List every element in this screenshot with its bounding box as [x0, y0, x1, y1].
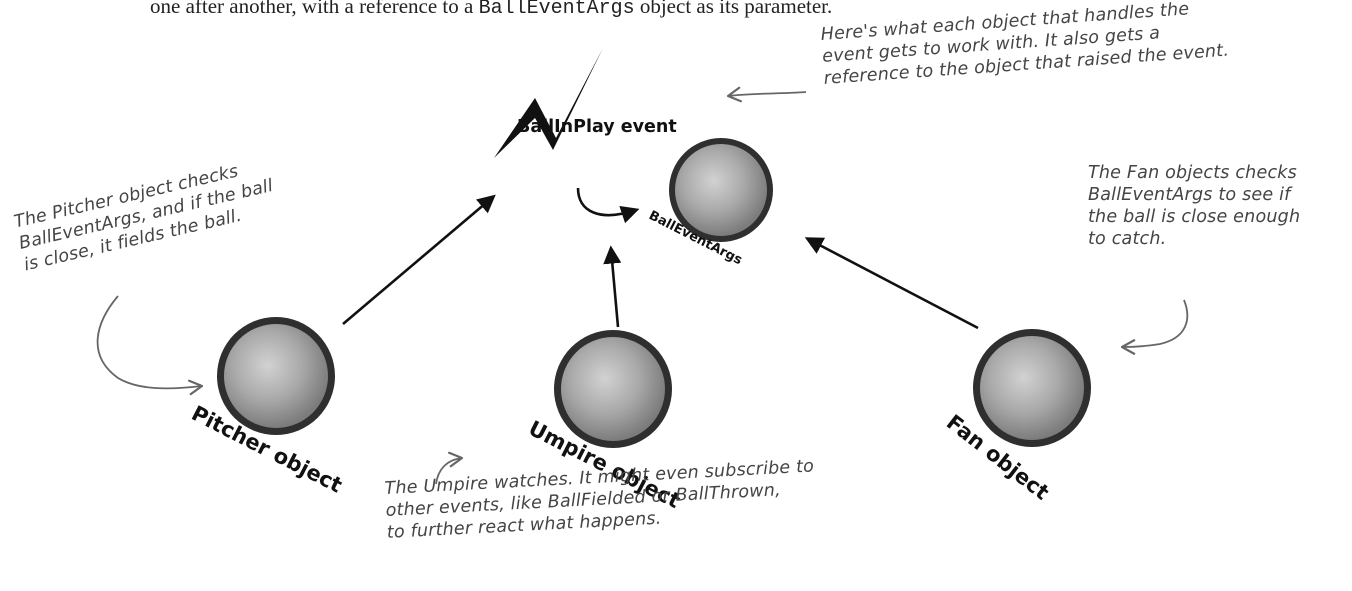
- pitcher-note-pointer: [96, 295, 204, 396]
- event-to-args-arrow: [576, 187, 640, 224]
- fan-note-line: the ball is close enough: [1088, 207, 1301, 227]
- intro-text: one after another, with a reference to a…: [150, 0, 1150, 20]
- fan-arrow: [804, 237, 979, 330]
- intro-suffix: object as its parameter.: [634, 0, 833, 18]
- event-label: BallInPlay event: [517, 117, 677, 137]
- fan-note-line: The Fan objects checks: [1088, 163, 1297, 183]
- ball-event-args-sphere: [669, 138, 773, 242]
- fan-sphere: [973, 329, 1091, 447]
- intro-prefix: one after another, with a reference to a: [150, 0, 479, 18]
- pitcher-arrow: [342, 194, 496, 325]
- umpire-arrow: [603, 245, 622, 328]
- fan-note-pointer: [1120, 299, 1189, 355]
- lightning-bolt-icon: [494, 48, 603, 158]
- args-note-pointer: [726, 86, 807, 103]
- umpire-note-pointer: [435, 451, 464, 485]
- pitcher-sphere: [217, 317, 335, 435]
- intro-code: BallEventArgs: [478, 0, 635, 20]
- fan-note-line: to catch.: [1088, 229, 1167, 249]
- fan-note: The Fan objects checks BallEventArgs to …: [1088, 162, 1300, 250]
- umpire-sphere: [554, 330, 672, 448]
- fan-note-line: BallEventArgs to see if: [1088, 185, 1291, 205]
